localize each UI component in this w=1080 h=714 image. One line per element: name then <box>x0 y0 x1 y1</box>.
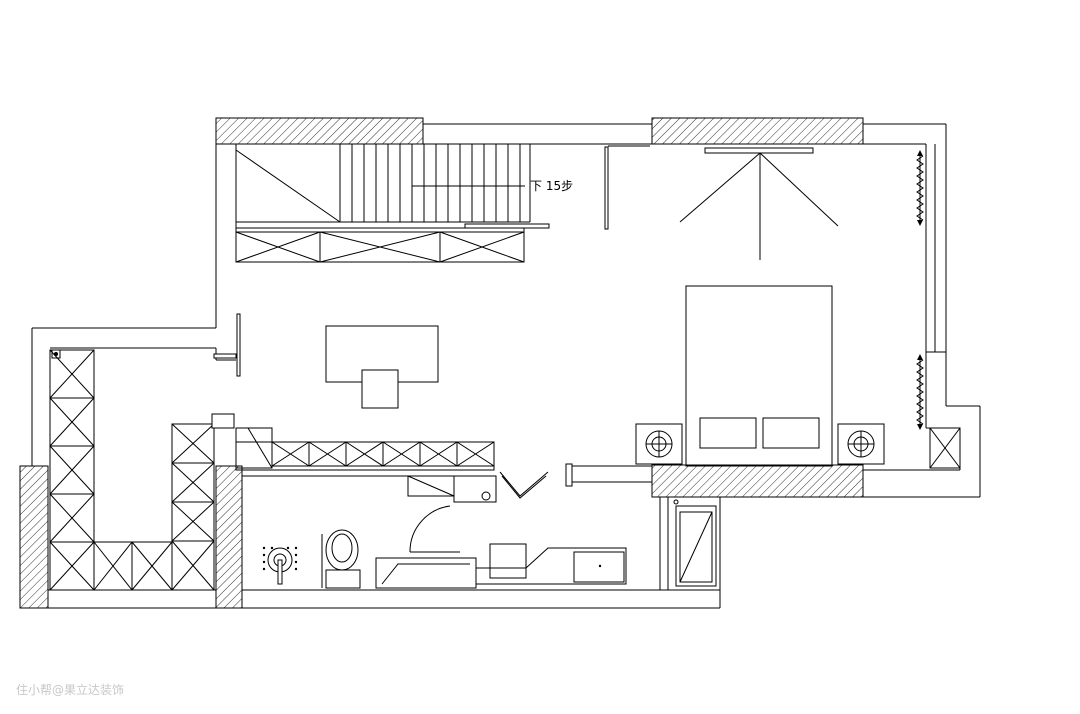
wardrobe <box>679 147 839 260</box>
wall-bottom-mid <box>215 465 243 609</box>
doors-top <box>213 145 650 377</box>
sink <box>573 551 625 583</box>
wall-top-right <box>651 117 864 145</box>
outer-walls <box>19 117 981 609</box>
chair <box>361 369 399 409</box>
toilet <box>321 529 361 589</box>
stair-label: 下 15步 <box>530 179 573 193</box>
shower <box>262 546 298 585</box>
bed-frame <box>685 285 833 467</box>
pillow-left <box>699 417 757 449</box>
bath-partition <box>211 413 653 499</box>
nightstand-left <box>635 423 683 465</box>
wall-top-left <box>215 117 424 145</box>
wall-cabinet <box>235 227 525 263</box>
left-cabinets <box>49 349 215 591</box>
watermark: 住小帮@果立达装饰 <box>16 682 124 697</box>
curtains <box>916 150 924 430</box>
column-marker <box>51 349 61 359</box>
bed <box>635 285 885 467</box>
vanity <box>375 557 477 589</box>
wall-bottom-left <box>19 465 49 609</box>
nightstand-right <box>837 423 885 465</box>
bathroom <box>262 475 717 589</box>
right-cabinet <box>929 427 961 469</box>
wall-mid-right <box>651 464 864 498</box>
desk <box>325 325 439 409</box>
staircase: 下 15步 <box>235 144 573 229</box>
pillow-right <box>762 417 820 449</box>
